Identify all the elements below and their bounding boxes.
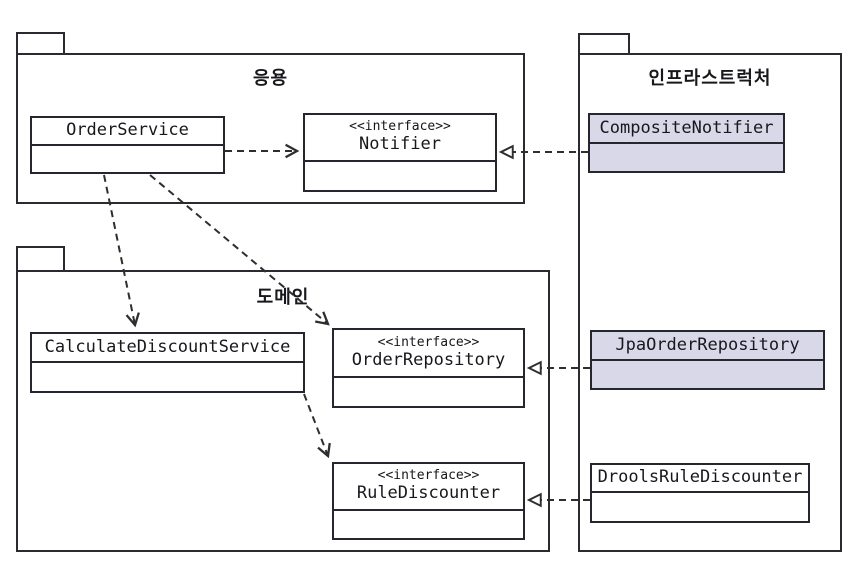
class-order-service-title: OrderService — [32, 118, 223, 146]
interface-notifier: <<interface>> Notifier — [303, 113, 497, 192]
class-jpa-order-repository-name: JpaOrderRepository — [615, 334, 800, 355]
class-jpa-order-repository-title: JpaOrderRepository — [592, 332, 823, 361]
class-calculate-discount-service: CalculateDiscountService — [30, 332, 305, 393]
class-drools-rule-discounter-name: DroolsRuleDiscounter — [597, 467, 803, 488]
interface-order-repository: <<interface>> OrderRepository — [332, 328, 525, 408]
interface-notifier-title: <<interface>> Notifier — [305, 115, 495, 162]
interface-rule-discounter: <<interface>> RuleDiscounter — [332, 462, 525, 540]
class-drools-rule-discounter-title: DroolsRuleDiscounter — [592, 465, 808, 493]
interface-notifier-stereotype: <<interface>> — [349, 119, 451, 135]
package-infra-label: 인프라스트럭처 — [648, 68, 772, 89]
package-app-tab — [16, 32, 65, 55]
package-domain-tab — [16, 246, 65, 272]
interface-notifier-name: Notifier — [359, 134, 441, 155]
interface-order-repository-compartment — [334, 378, 523, 406]
interface-order-repository-stereotype: <<interface>> — [377, 334, 480, 350]
interface-rule-discounter-stereotype: <<interface>> — [377, 468, 480, 484]
package-app-label: 응용 — [252, 68, 289, 89]
class-jpa-order-repository-compartment — [592, 361, 823, 388]
package-infra-tab — [578, 33, 630, 55]
class-order-service: OrderService — [30, 116, 225, 174]
interface-order-repository-title: <<interface>> OrderRepository — [334, 330, 523, 378]
interface-rule-discounter-name: RuleDiscounter — [356, 483, 501, 504]
package-domain-label: 도메인 — [256, 287, 310, 308]
class-order-service-name: OrderService — [66, 120, 189, 141]
class-drools-rule-discounter-compartment — [592, 493, 808, 521]
interface-order-repository-name: OrderRepository — [351, 349, 506, 370]
class-composite-notifier-name: CompositeNotifier — [599, 117, 774, 138]
class-calculate-discount-service-compartment — [32, 363, 303, 391]
interface-rule-discounter-title: <<interface>> RuleDiscounter — [334, 464, 523, 511]
class-composite-notifier: CompositeNotifier — [588, 113, 785, 173]
class-composite-notifier-compartment — [590, 144, 783, 171]
interface-rule-discounter-compartment — [334, 511, 523, 538]
class-drools-rule-discounter: DroolsRuleDiscounter — [590, 463, 810, 523]
interface-notifier-compartment — [305, 162, 495, 190]
class-composite-notifier-title: CompositeNotifier — [590, 115, 783, 144]
class-calculate-discount-service-name: CalculateDiscountService — [44, 336, 291, 357]
class-jpa-order-repository: JpaOrderRepository — [590, 330, 825, 390]
class-order-service-compartment — [32, 146, 223, 172]
class-calculate-discount-service-title: CalculateDiscountService — [32, 334, 303, 363]
